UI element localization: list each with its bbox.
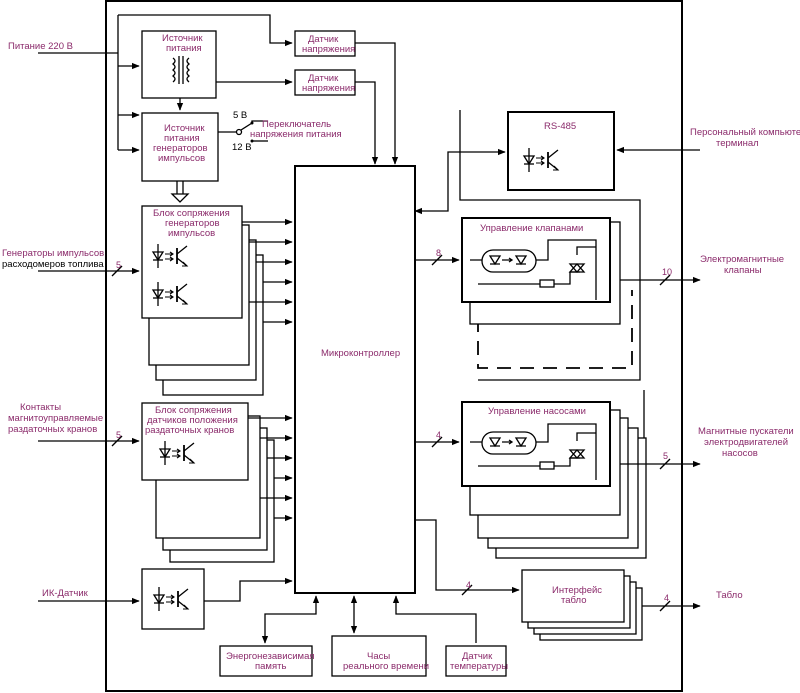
svg-text:терминал: терминал — [716, 138, 759, 149]
display-interface-block — [521, 569, 625, 623]
svg-text:Питание 220 В: Питание 220 В — [8, 41, 73, 52]
svg-text:датчиков положения: датчиков положения — [147, 415, 238, 426]
microcontroller-label: Микроконтроллер — [321, 348, 400, 359]
clock-block — [331, 635, 427, 677]
svg-text:Часы: Часы — [367, 651, 390, 662]
svg-text:генераторов: генераторов — [153, 143, 208, 154]
bus-width-valves: 8 — [436, 248, 441, 258]
ir-interface-block — [141, 568, 205, 630]
clock-label: Часы реального времени — [343, 651, 429, 672]
pump-control-label: Управление насосами — [488, 406, 586, 417]
voltage-sensor-1-label: Датчик напряжения — [302, 34, 355, 55]
svg-text:импульсов: импульсов — [168, 228, 215, 239]
memory-label: Энергонезависимая память — [226, 651, 315, 672]
svg-text:Магнитные пускатели: Магнитные пускатели — [698, 426, 794, 437]
pulse-interface-label: Блок сопряжения генераторов импульсов — [153, 208, 230, 239]
bus-width-valves-out: 10 — [662, 267, 672, 277]
svg-text:Источник: Источник — [162, 33, 203, 44]
svg-text:Блок сопряжения: Блок сопряжения — [153, 208, 230, 219]
display-interface-label: Интерфейс табло — [552, 585, 602, 606]
power-input-label: Питание 220 В — [8, 41, 73, 52]
temperature-sensor-label: Датчик температуры — [450, 651, 508, 672]
crane-interface-label: Блок сопряжения датчиков положения разда… — [145, 405, 238, 436]
svg-text:Энергонезависимая: Энергонезависимая — [226, 651, 315, 662]
svg-text:Генераторы импульсов: Генераторы импульсов — [2, 248, 104, 259]
pc-output-label: Персональный компьютер, терминал — [690, 127, 800, 149]
svg-text:Датчик: Датчик — [308, 73, 339, 84]
svg-text:память: память — [255, 661, 286, 672]
voltage-sensor-1-block — [294, 30, 356, 57]
svg-text:магнитоуправляемые: магнитоуправляемые — [8, 413, 103, 424]
svg-text:электродвигателей: электродвигателей — [704, 437, 788, 448]
svg-text:Блок сопряжения: Блок сопряжения — [155, 405, 232, 416]
rs485-block — [507, 111, 615, 191]
voltage-sensor-2-label: Датчик напряжения — [302, 73, 355, 94]
switch-label: Переключатель напряжения питания — [250, 119, 342, 140]
optocoupler-triac-icon — [470, 239, 597, 300]
svg-text:напряжения питания: напряжения питания — [250, 129, 342, 140]
pulse-generators-label: Генераторы импульсов расходомеров топлив… — [2, 248, 104, 270]
bus-width-board-out: 4 — [664, 593, 669, 603]
generator-power-block — [141, 112, 219, 182]
svg-text:табло: табло — [561, 595, 586, 606]
svg-text:Датчик: Датчик — [308, 34, 339, 45]
voltage-sensor-2-block — [294, 69, 356, 96]
pulse-interface-block — [141, 205, 243, 319]
transformer-icon — [171, 56, 191, 84]
svg-text:питания: питания — [164, 133, 200, 144]
board-output-label: Табло — [716, 590, 743, 601]
12v-label: 12 В — [232, 142, 252, 153]
valve-control-more-channels — [477, 290, 633, 369]
svg-text:Персональный компьютер,: Персональный компьютер, — [690, 127, 800, 138]
svg-text:импульсов: импульсов — [158, 153, 205, 164]
svg-text:Контакты: Контакты — [20, 402, 61, 413]
svg-text:напряжения: напряжения — [302, 44, 355, 55]
svg-text:расходомеров топлива: расходомеров топлива — [2, 259, 104, 270]
valves-output-label: Электромагнитные клапаны — [700, 254, 784, 276]
5v-label: 5 В — [233, 110, 247, 121]
temperature-sensor-block — [445, 645, 507, 677]
crane-interface-block — [141, 402, 249, 481]
svg-text:Электромагнитные: Электромагнитные — [700, 254, 784, 265]
rs485-label: RS-485 — [544, 121, 576, 132]
power-source-label: Источник питания — [162, 33, 203, 54]
svg-text:питания: питания — [166, 43, 202, 54]
svg-text:напряжения: напряжения — [302, 83, 355, 94]
starters-output-label: Магнитные пускатели электродвигателей на… — [698, 426, 794, 459]
valve-control-label: Управление клапанами — [480, 223, 583, 234]
svg-text:Датчик: Датчик — [462, 651, 493, 662]
contacts-label: Контакты магнитоуправляемые раздаточных … — [8, 402, 103, 435]
svg-text:клапаны: клапаны — [724, 265, 762, 276]
generator-power-label: Источник питания генераторов импульсов — [153, 123, 208, 164]
bus-width-pulse-in: 5 — [116, 260, 121, 270]
svg-text:Интерфейс: Интерфейс — [552, 585, 602, 596]
memory-block — [219, 645, 313, 677]
svg-text:Переключатель: Переключатель — [262, 119, 331, 130]
bus-width-starters-out: 5 — [663, 451, 668, 461]
bus-width-display: 4 — [466, 580, 471, 590]
svg-text:насосов: насосов — [722, 448, 758, 459]
bus-width-contacts-in: 5 — [116, 430, 121, 440]
optocoupler-triac-icon — [470, 423, 597, 480]
svg-text:реального времени: реального времени — [343, 661, 429, 672]
svg-text:генераторов: генераторов — [165, 218, 220, 229]
microcontroller-block — [294, 165, 416, 594]
svg-text:раздаточных кранов: раздаточных кранов — [8, 424, 97, 435]
bus-width-pumps: 4 — [436, 430, 441, 440]
svg-text:Источник: Источник — [164, 123, 205, 134]
svg-text:раздаточных кранов: раздаточных кранов — [145, 425, 234, 436]
ir-sensor-label: ИК-Датчик — [42, 588, 89, 599]
svg-text:температуры: температуры — [450, 661, 508, 672]
